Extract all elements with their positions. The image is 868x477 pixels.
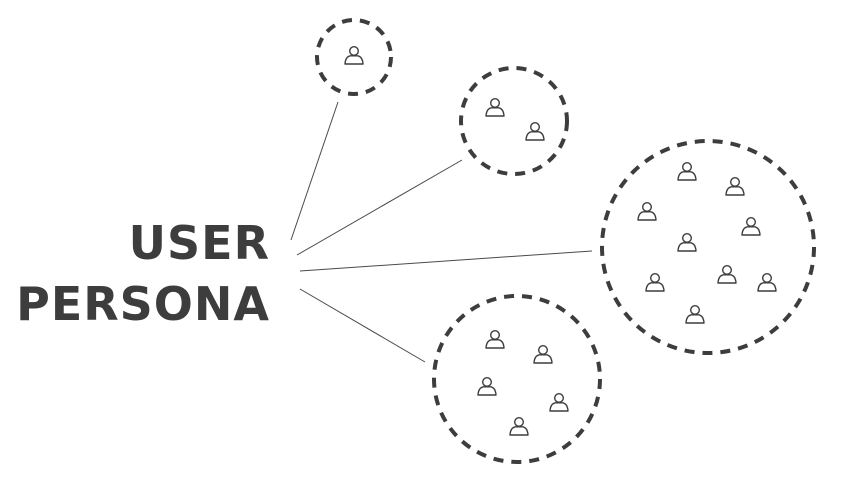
user-icon [509,417,529,436]
user-icon [741,216,761,236]
group-circles [315,18,816,464]
user-icon [549,393,569,412]
connector-group-4 [299,288,426,363]
user-icon [685,305,705,324]
connector-group-3 [299,250,593,272]
user-icon [717,265,737,284]
group-4-circle [432,294,602,464]
user-icon [677,161,697,181]
group-2-circle [459,66,569,176]
group-1-circle [315,18,393,96]
user-icon [637,201,657,221]
user-icon [344,46,364,65]
connector-group-1 [290,101,339,241]
title-line-user: USER [128,216,270,270]
user-icon [725,176,745,196]
group-3-users [637,161,777,324]
group-4-users [477,330,569,436]
group-3-circle [600,139,816,355]
connectors [290,101,593,363]
group-2-users [485,97,545,141]
connector-group-2 [296,159,463,256]
user-icon [477,377,497,396]
user-icon [757,273,777,292]
user-icon [485,97,505,117]
user-icon [677,232,697,252]
title-line-persona: PERSONA [16,277,270,331]
user-icon [645,273,665,292]
user-icon [485,330,505,349]
user-icon [525,121,545,141]
group-1-users [344,46,364,65]
user-icon [533,345,553,364]
